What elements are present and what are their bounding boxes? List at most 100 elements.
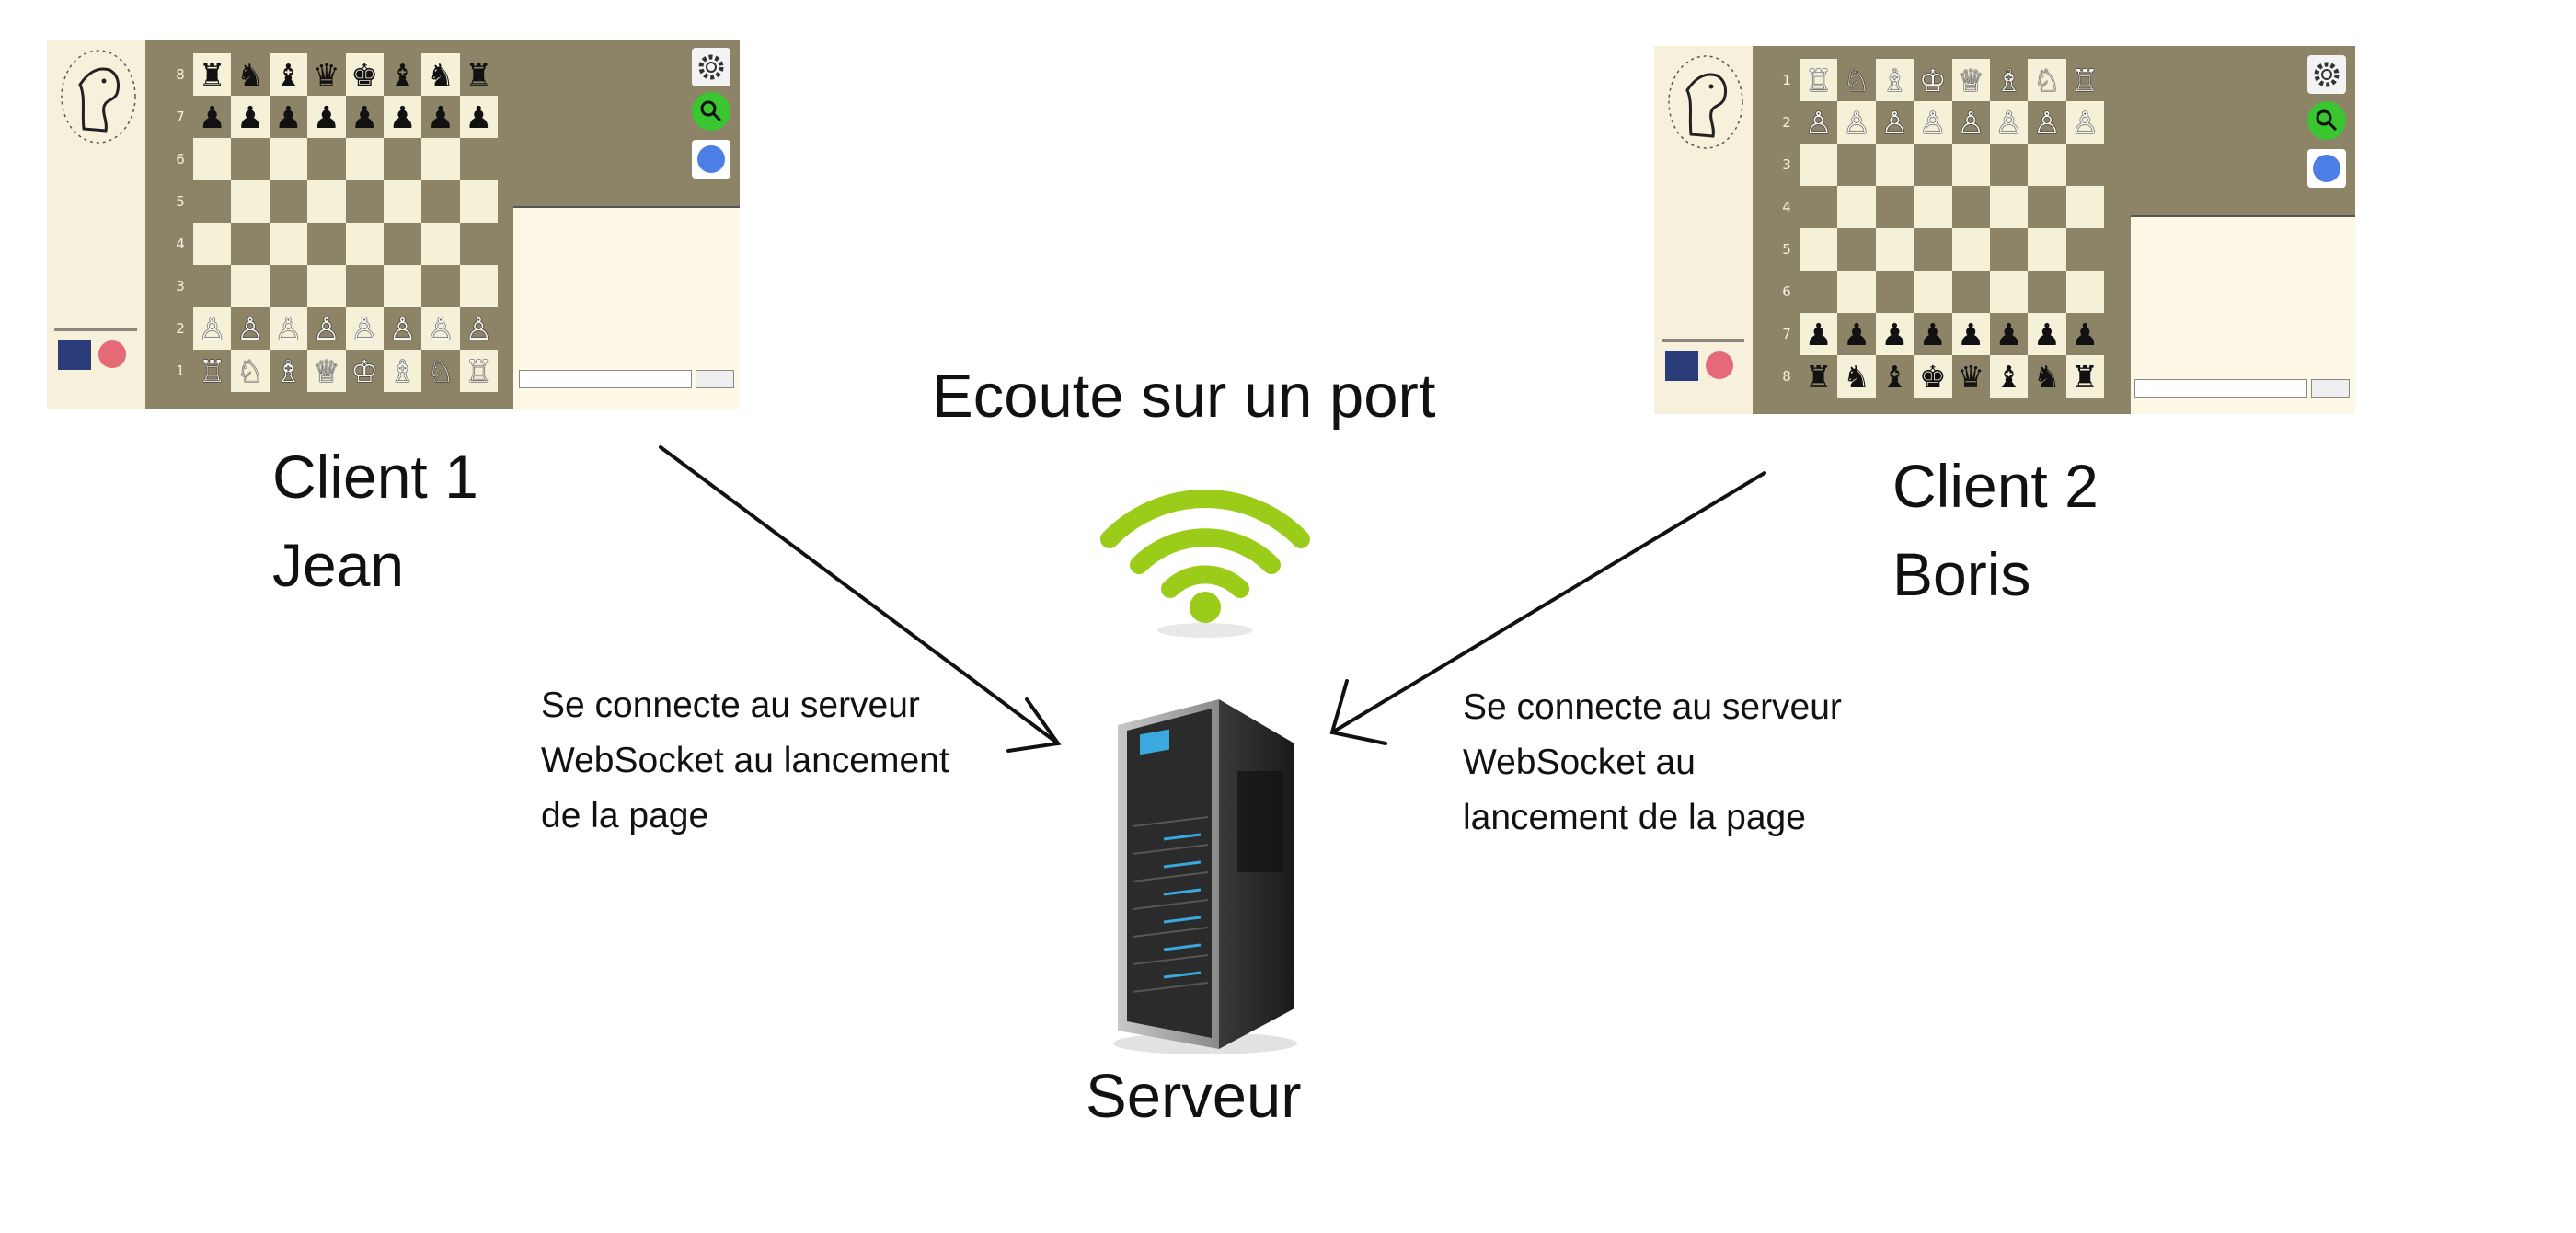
board-square[interactable]	[1800, 186, 1838, 228]
board-square[interactable]: ♙	[1800, 101, 1838, 144]
board-square[interactable]	[1989, 271, 2029, 313]
board-square[interactable]	[231, 138, 270, 180]
board-square[interactable]	[231, 180, 270, 223]
microphone-button[interactable]	[2307, 149, 2346, 188]
board-square[interactable]: ♗	[269, 350, 308, 392]
board-square[interactable]: ♟	[1951, 313, 1990, 355]
board-square[interactable]	[307, 265, 346, 307]
board-square[interactable]	[2065, 186, 2104, 228]
board-square[interactable]	[307, 180, 346, 223]
board-square[interactable]: ♟	[269, 96, 308, 138]
board-square[interactable]: ♟	[193, 96, 232, 138]
board-square[interactable]	[1837, 271, 1876, 313]
board-square[interactable]: ♟	[1875, 313, 1915, 355]
board-square[interactable]	[1989, 144, 2029, 186]
board-square[interactable]	[421, 265, 460, 307]
board-square[interactable]: ♘	[231, 350, 270, 392]
board-square[interactable]: ♙	[421, 307, 460, 350]
board-square[interactable]	[421, 180, 460, 223]
board-square[interactable]: ♝	[1875, 355, 1915, 398]
board-square[interactable]	[193, 180, 232, 223]
board-square[interactable]: ♔	[1914, 59, 1952, 101]
client2-chessboard[interactable]: ♖♘♗♔♕♗♘♖♙♙♙♙♙♙♙♙♟♟♟♟♟♟♟♟♜♞♝♚♛♝♞♜	[1800, 59, 2104, 398]
board-square[interactable]: ♞	[1837, 355, 1876, 398]
board-square[interactable]: ♟	[2065, 313, 2104, 355]
board-square[interactable]	[1800, 144, 1838, 186]
board-square[interactable]: ♟	[1837, 313, 1876, 355]
board-square[interactable]: ♘	[2028, 59, 2066, 101]
board-square[interactable]	[1875, 271, 1915, 313]
board-square[interactable]: ♙	[2028, 101, 2066, 144]
board-square[interactable]: ♟	[345, 96, 384, 138]
board-square[interactable]: ♙	[2065, 101, 2104, 144]
board-square[interactable]: ♛	[1951, 355, 1990, 398]
board-square[interactable]: ♝	[1989, 355, 2029, 398]
board-square[interactable]	[459, 223, 498, 265]
board-square[interactable]	[1875, 228, 1915, 271]
client1-chat-input[interactable]	[519, 370, 692, 388]
client2-send-button[interactable]	[2311, 379, 2350, 398]
board-square[interactable]: ♟	[231, 96, 270, 138]
board-square[interactable]: ♙	[307, 307, 346, 350]
board-square[interactable]: ♙	[1875, 101, 1915, 144]
board-square[interactable]: ♜	[2065, 355, 2104, 398]
board-square[interactable]	[421, 138, 460, 180]
search-button[interactable]	[692, 92, 730, 131]
settings-button[interactable]	[692, 48, 730, 86]
board-square[interactable]: ♜	[459, 53, 498, 96]
board-square[interactable]: ♚	[1914, 355, 1952, 398]
board-square[interactable]	[2028, 186, 2066, 228]
board-square[interactable]	[1875, 144, 1915, 186]
board-square[interactable]: ♜	[193, 53, 232, 96]
board-square[interactable]: ♙	[1989, 101, 2029, 144]
search-button[interactable]	[2307, 101, 2346, 140]
board-square[interactable]: ♞	[421, 53, 460, 96]
board-square[interactable]: ♞	[2028, 355, 2066, 398]
board-square[interactable]: ♟	[459, 96, 498, 138]
board-square[interactable]	[1951, 228, 1990, 271]
board-square[interactable]	[193, 138, 232, 180]
board-square[interactable]: ♟	[421, 96, 460, 138]
board-square[interactable]	[1837, 186, 1876, 228]
board-square[interactable]	[383, 265, 422, 307]
board-square[interactable]: ♙	[231, 307, 270, 350]
board-square[interactable]	[1989, 186, 2029, 228]
board-square[interactable]: ♕	[1951, 59, 1990, 101]
board-square[interactable]	[2065, 271, 2104, 313]
board-square[interactable]: ♛	[307, 53, 346, 96]
board-square[interactable]	[1800, 228, 1838, 271]
board-square[interactable]	[1875, 186, 1915, 228]
board-square[interactable]	[345, 265, 384, 307]
board-square[interactable]: ♟	[1989, 313, 2029, 355]
board-square[interactable]: ♟	[2028, 313, 2066, 355]
board-square[interactable]: ♘	[1837, 59, 1876, 101]
board-square[interactable]	[1951, 271, 1990, 313]
board-square[interactable]: ♙	[1914, 101, 1952, 144]
board-square[interactable]: ♙	[459, 307, 498, 350]
board-square[interactable]	[383, 180, 422, 223]
board-square[interactable]	[269, 180, 308, 223]
board-square[interactable]: ♙	[383, 307, 422, 350]
board-square[interactable]	[231, 265, 270, 307]
board-square[interactable]: ♞	[231, 53, 270, 96]
board-square[interactable]	[2065, 144, 2104, 186]
board-square[interactable]: ♙	[345, 307, 384, 350]
board-square[interactable]: ♙	[269, 307, 308, 350]
board-square[interactable]	[345, 180, 384, 223]
board-square[interactable]	[345, 138, 384, 180]
settings-button[interactable]	[2307, 55, 2346, 94]
board-square[interactable]: ♗	[383, 350, 422, 392]
board-square[interactable]: ♜	[1800, 355, 1838, 398]
board-square[interactable]	[2028, 144, 2066, 186]
client1-chessboard[interactable]: ♜♞♝♛♚♝♞♜♟♟♟♟♟♟♟♟♙♙♙♙♙♙♙♙♖♘♗♕♔♗♘♖	[193, 53, 498, 392]
board-square[interactable]: ♔	[345, 350, 384, 392]
board-square[interactable]: ♖	[2065, 59, 2104, 101]
board-square[interactable]	[1989, 228, 2029, 271]
board-square[interactable]	[1914, 186, 1952, 228]
board-square[interactable]: ♝	[383, 53, 422, 96]
microphone-button[interactable]	[692, 140, 730, 179]
board-square[interactable]: ♙	[1837, 101, 1876, 144]
board-square[interactable]: ♖	[459, 350, 498, 392]
board-square[interactable]	[383, 223, 422, 265]
board-square[interactable]	[269, 265, 308, 307]
